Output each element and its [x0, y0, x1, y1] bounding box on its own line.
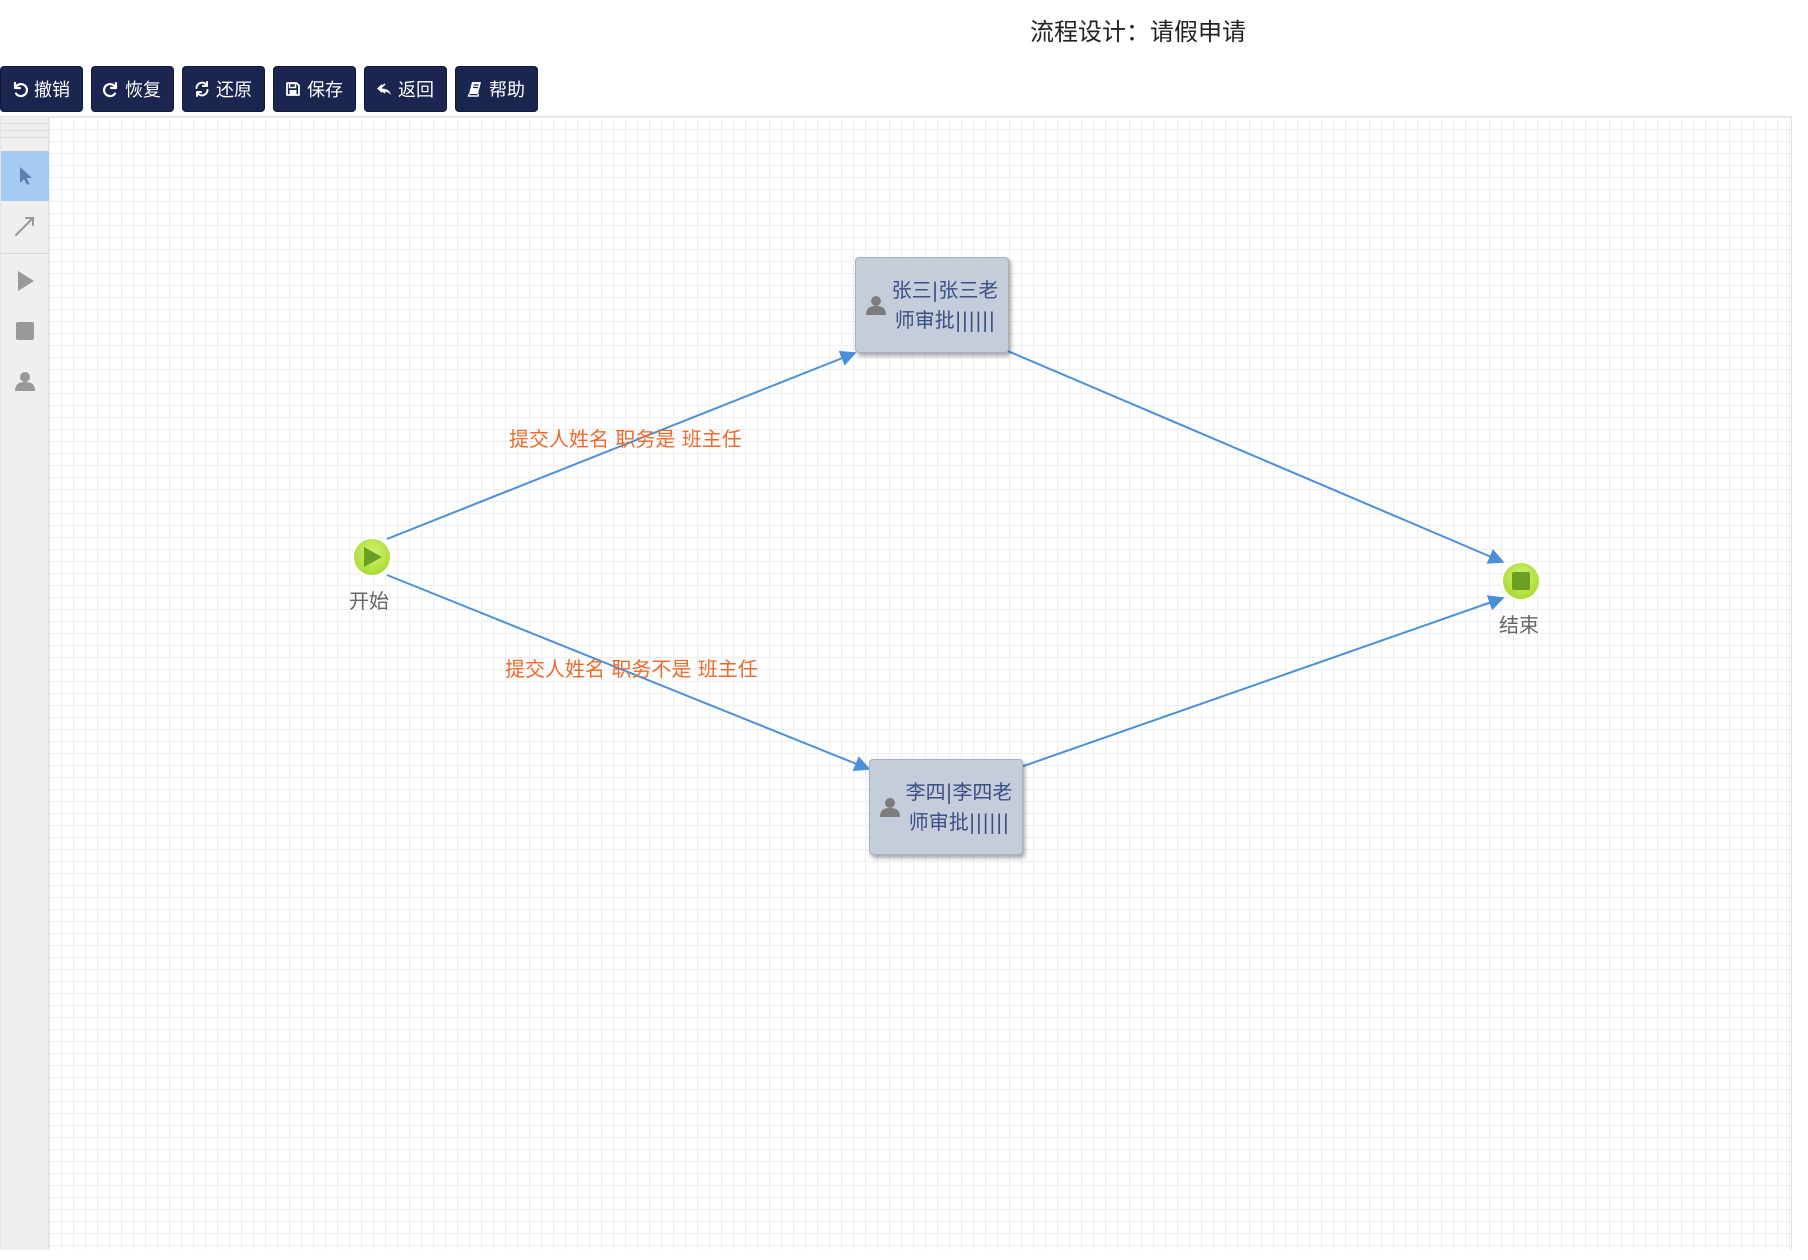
task-node-label: 张三|张三老师审批||||||	[891, 278, 999, 332]
save-button[interactable]: 保存	[273, 66, 356, 112]
transition-label-not-headteacher[interactable]: 提交人姓名 职务不是 班主任	[505, 657, 758, 681]
arrow-line-icon	[15, 217, 34, 236]
undo-icon	[11, 80, 29, 98]
play-icon	[18, 271, 34, 291]
pointer-icon	[20, 167, 32, 185]
user-icon	[15, 372, 35, 391]
undo-button-label: 撤销	[34, 80, 70, 101]
help-button[interactable]: 帮助	[455, 66, 538, 112]
task-node-label: 李四|李四老师审批||||||	[905, 780, 1013, 834]
save-button-label: 保存	[307, 80, 343, 101]
flow-connections	[352, 348, 1541, 772]
book-icon	[466, 80, 484, 98]
task-node-tool[interactable]	[1, 356, 49, 406]
save-icon	[284, 80, 302, 98]
user-icon	[880, 798, 900, 817]
redo-icon	[102, 80, 120, 98]
transition-start-to-task1[interactable]	[386, 350, 857, 540]
back-button[interactable]: 返回	[364, 66, 447, 112]
start-node[interactable]	[352, 537, 392, 577]
restore-button-label: 还原	[216, 80, 252, 101]
palette-header	[1, 123, 48, 151]
back-button-label: 返回	[398, 80, 434, 101]
transition-label-is-headteacher[interactable]: 提交人姓名 职务是 班主任	[509, 427, 742, 451]
task-node-zhangsan[interactable]: 张三|张三老师审批||||||	[855, 257, 1009, 353]
start-node-label: 开始	[349, 589, 389, 613]
transition-task1-to-end[interactable]	[1002, 348, 1505, 564]
redo-button[interactable]: 恢复	[91, 66, 174, 112]
refresh-icon	[193, 80, 211, 98]
select-tool[interactable]	[1, 151, 49, 201]
palette-divider	[1, 253, 48, 254]
user-icon	[866, 296, 886, 315]
connection-tool[interactable]	[1, 201, 49, 251]
flow-canvas[interactable]: 开始 结束 张三|张三老师审批|||||| 李四|李四老师审批|||||| 提交…	[49, 117, 1791, 1250]
transition-start-to-task2[interactable]	[386, 574, 871, 772]
start-node-tool[interactable]	[1, 256, 49, 306]
flow-designer: 开始 结束 张三|张三老师审批|||||| 李四|李四老师审批|||||| 提交…	[0, 116, 1792, 1250]
toolbar: 撤销 恢复 还原 保存 返回	[0, 66, 538, 114]
undo-button[interactable]: 撤销	[0, 66, 83, 112]
page-title: 流程设计：请假申请	[1030, 18, 1246, 46]
end-node-tool[interactable]	[1, 306, 49, 356]
restore-button[interactable]: 还原	[182, 66, 265, 112]
end-node-label: 结束	[1499, 613, 1539, 637]
stop-icon	[16, 322, 34, 340]
transition-task2-to-end[interactable]	[1014, 595, 1505, 770]
reply-icon	[375, 80, 393, 98]
help-button-label: 帮助	[489, 80, 525, 101]
redo-button-label: 恢复	[125, 80, 161, 101]
end-node[interactable]	[1501, 561, 1541, 601]
tool-palette	[1, 117, 49, 1250]
task-node-lisi[interactable]: 李四|李四老师审批||||||	[869, 759, 1023, 855]
